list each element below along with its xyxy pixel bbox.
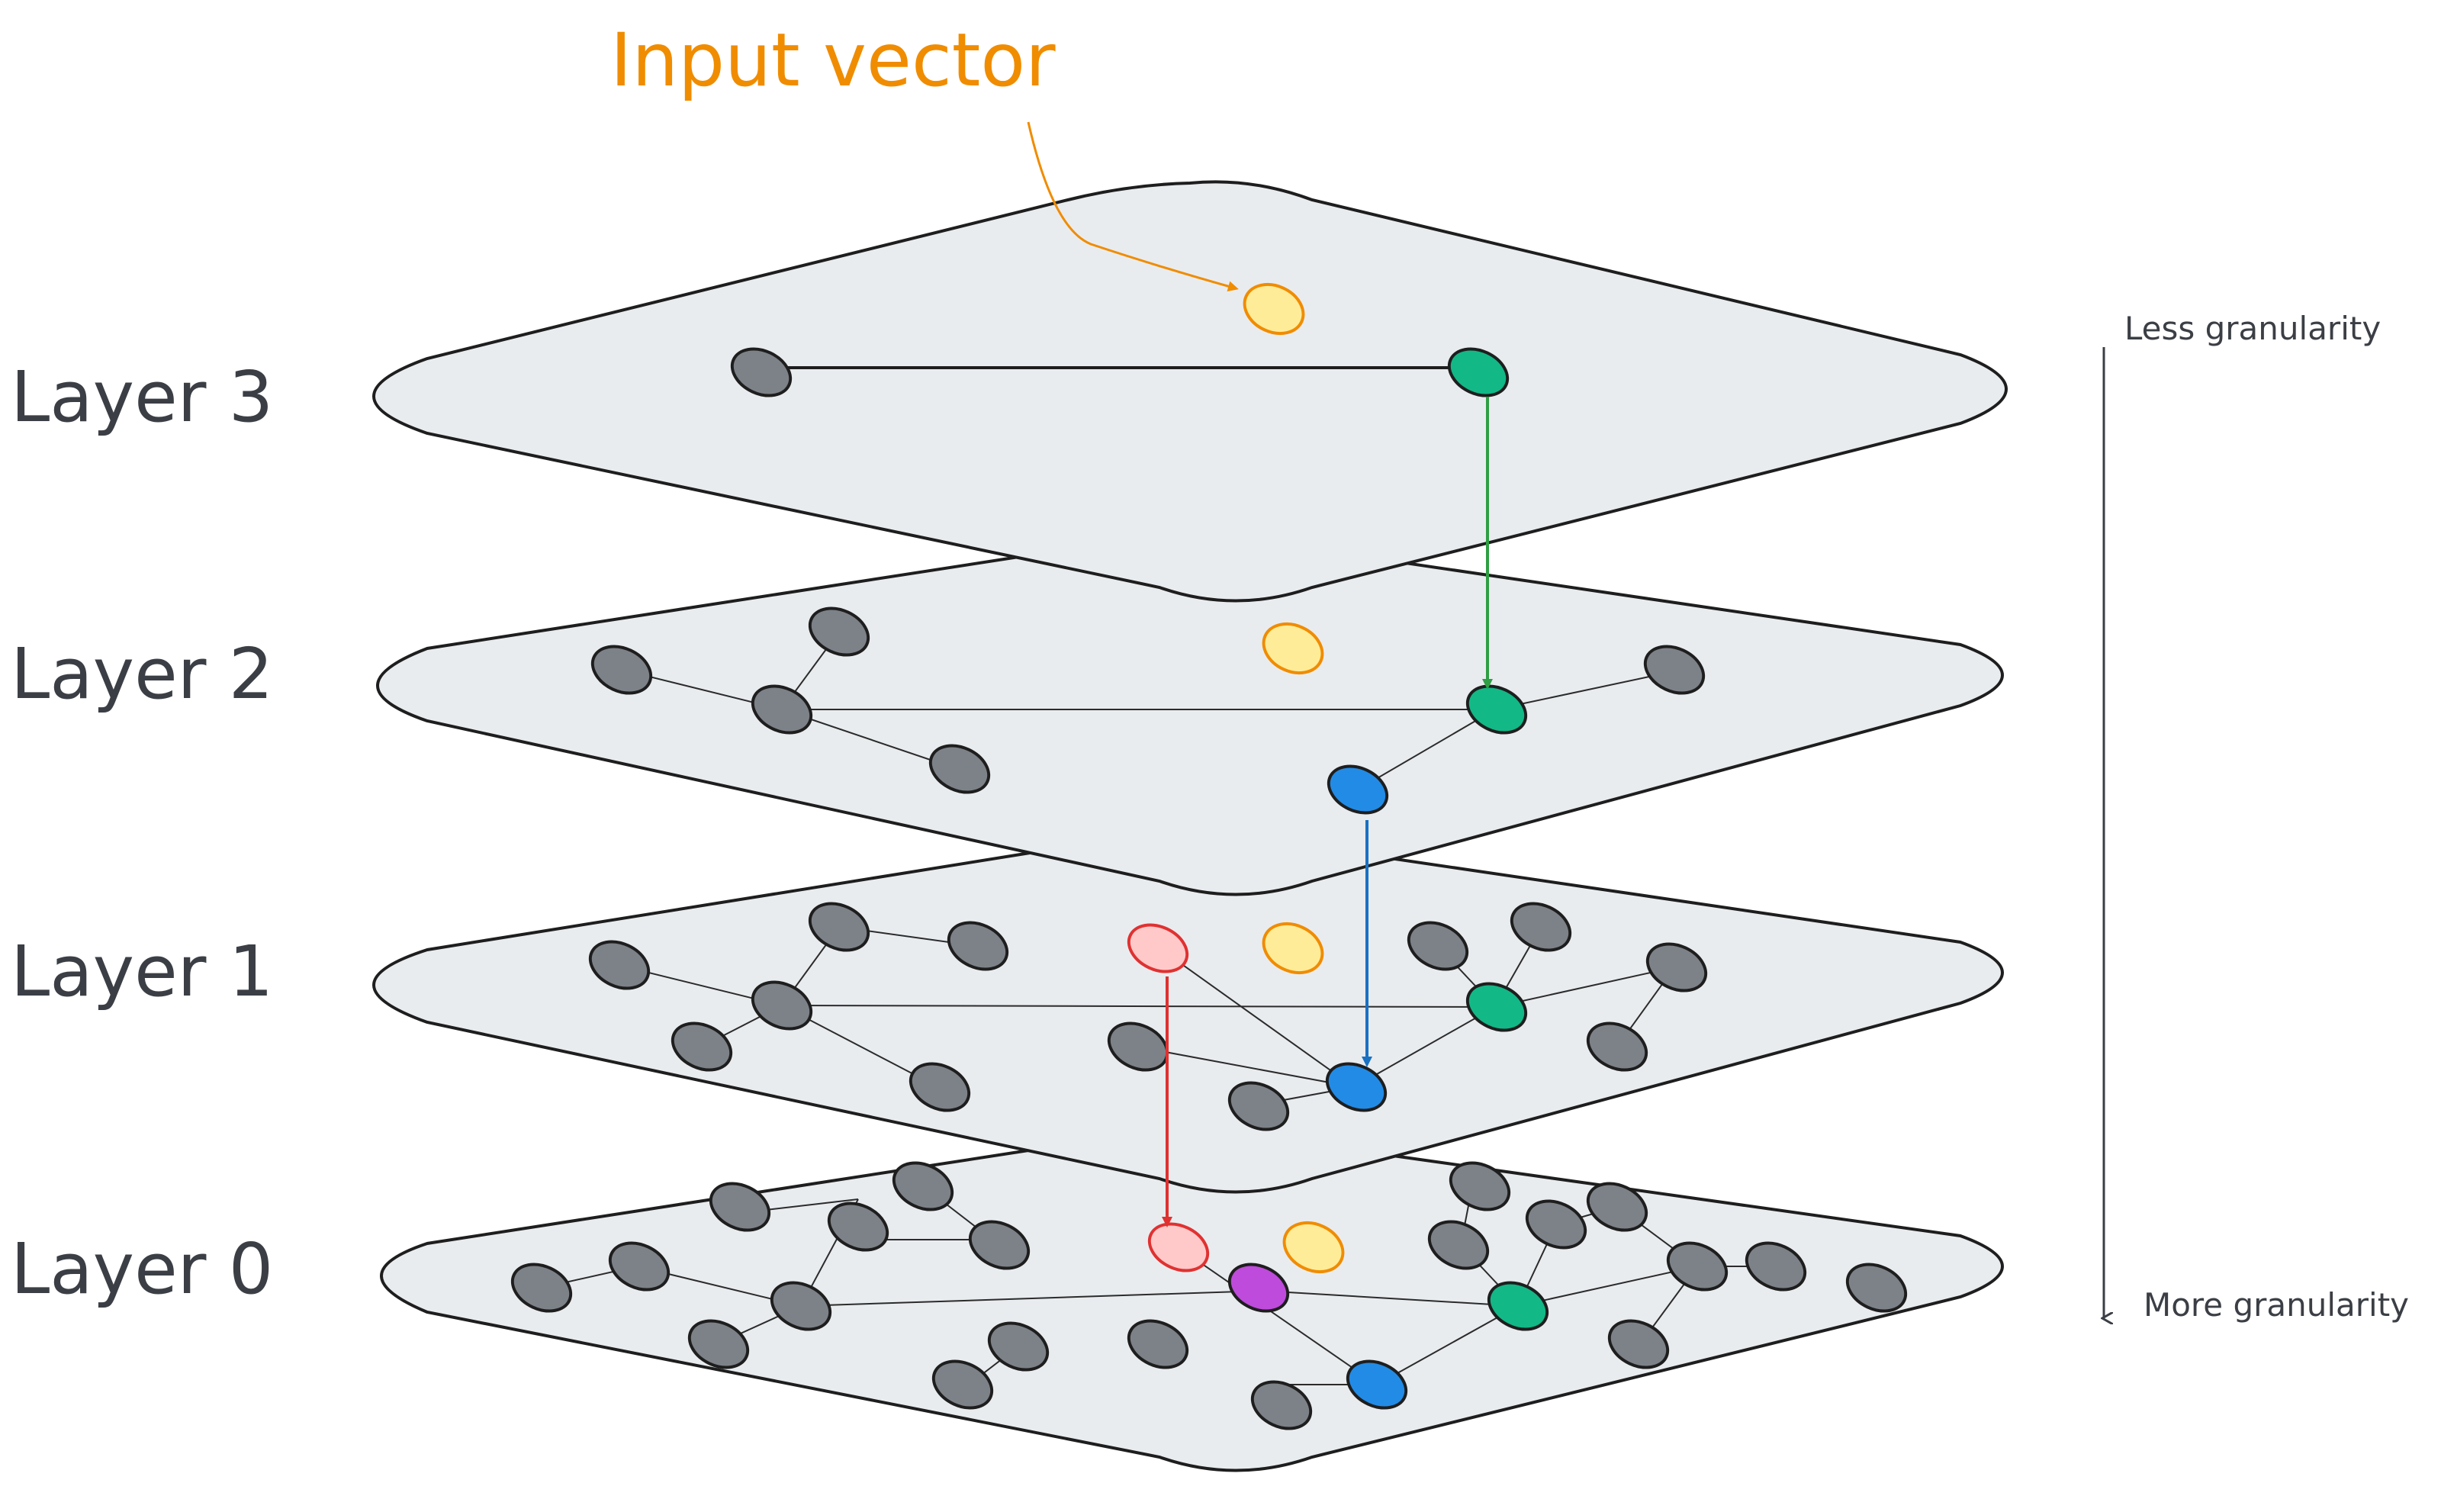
- node-blue: [1346, 1359, 1408, 1410]
- graph-node: [730, 347, 793, 397]
- graph-node: [751, 980, 813, 1031]
- graph-node: [751, 684, 813, 735]
- graph-node: [1666, 1241, 1729, 1292]
- layer-3-plane: [372, 180, 2008, 603]
- layer-3-nodes: [730, 282, 1510, 397]
- graph-node: [1250, 1380, 1313, 1430]
- graph-node: [687, 1319, 750, 1369]
- graph-node: [608, 1241, 671, 1292]
- graph-node: [808, 606, 870, 657]
- layer-label-1: Layer 1: [11, 931, 273, 1012]
- more-granularity-label: More granularity: [2144, 1286, 2409, 1324]
- query-node: [1262, 622, 1324, 675]
- graph-node: [1227, 1081, 1290, 1131]
- graph-node: [968, 1220, 1031, 1270]
- graph-node: [588, 940, 651, 990]
- query-node: [1282, 1221, 1345, 1274]
- node-green: [1465, 982, 1528, 1032]
- graph-node: [1745, 1241, 1807, 1292]
- graph-node: [1586, 1021, 1648, 1072]
- graph-node: [1586, 1182, 1648, 1232]
- node-red: [1127, 923, 1189, 973]
- search-path: [1162, 397, 1493, 1227]
- input-vector-pointer: [1027, 121, 1239, 292]
- node-green: [1487, 1281, 1549, 1331]
- query-node: [1262, 922, 1324, 975]
- query-node: [1243, 282, 1305, 336]
- graph-node: [1449, 1161, 1511, 1211]
- input-vector-label: Input vector: [610, 18, 1056, 103]
- layer-label-3: Layer 3: [11, 356, 273, 438]
- node-blue: [1325, 1062, 1388, 1112]
- graph-node: [1645, 942, 1708, 992]
- graph-node: [892, 1161, 954, 1211]
- graph-node: [590, 645, 653, 695]
- graph-node: [1845, 1263, 1908, 1313]
- layer-1-nodes: [588, 902, 1708, 1131]
- graph-node: [827, 1202, 889, 1252]
- node-purple: [1227, 1263, 1290, 1313]
- node-red: [1147, 1222, 1210, 1272]
- graph-node: [1510, 902, 1572, 952]
- graph-node: [931, 1359, 994, 1410]
- graph-node: [709, 1182, 771, 1232]
- layer-0-nodes: [510, 1161, 1908, 1430]
- graph-node: [1607, 1319, 1670, 1369]
- graph-node: [947, 921, 1009, 971]
- layer-2-nodes: [590, 606, 1706, 815]
- layer-label-2: Layer 2: [11, 633, 273, 715]
- graph-node: [808, 902, 870, 952]
- entry-node-green: [1447, 347, 1510, 397]
- graph-node: [1127, 1319, 1189, 1369]
- less-granularity-label: Less granularity: [2124, 310, 2381, 347]
- graph-node: [928, 744, 991, 794]
- graph-node: [909, 1062, 971, 1112]
- graph-node: [1427, 1220, 1490, 1270]
- layer-label-0: Layer 0: [11, 1228, 273, 1310]
- node-blue: [1327, 764, 1389, 815]
- graph-node: [1407, 921, 1469, 971]
- node-green: [1465, 684, 1528, 735]
- graph-node: [770, 1281, 832, 1331]
- graph-node: [1525, 1199, 1587, 1250]
- graph-node: [987, 1321, 1050, 1372]
- graph-node: [671, 1021, 733, 1072]
- graph-node: [510, 1263, 573, 1313]
- graph-node: [1643, 645, 1706, 695]
